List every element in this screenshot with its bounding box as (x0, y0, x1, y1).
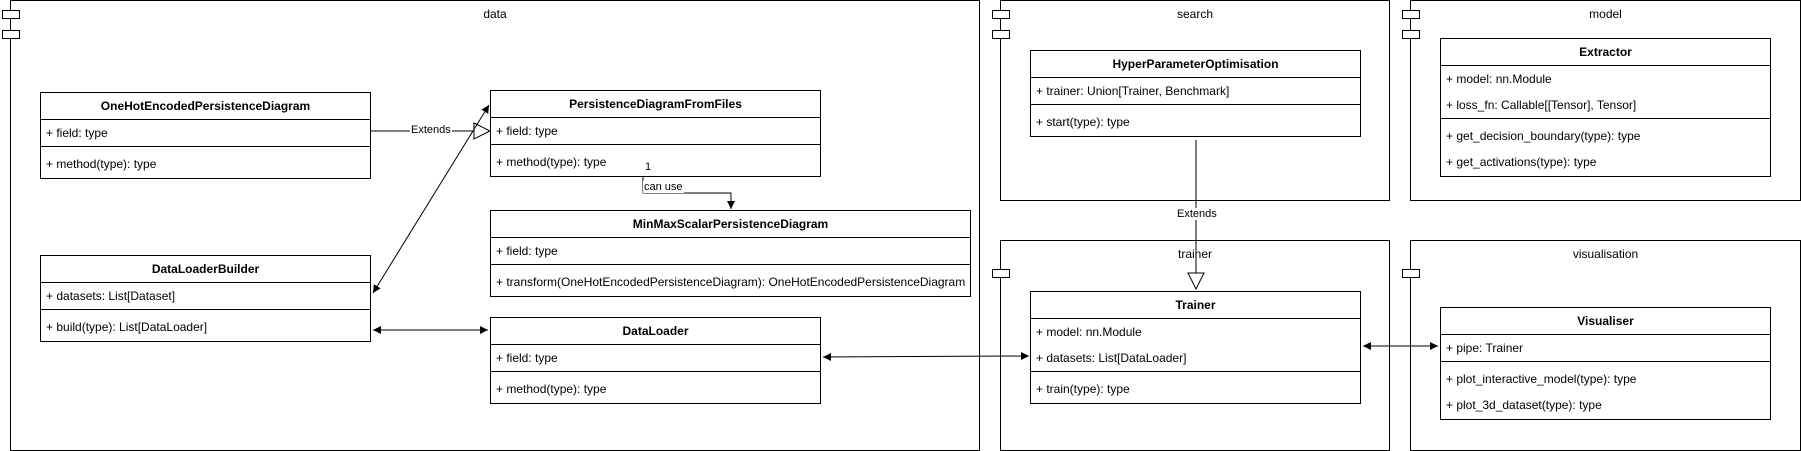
class-visualiser[interactable]: Visualiser + pipe: Trainer + plot_intera… (1440, 307, 1771, 420)
class-name: PersistenceDiagramFromFiles (491, 91, 820, 118)
class-method: + method(type): type (46, 157, 157, 171)
class-name: Visualiser (1441, 308, 1770, 335)
class-method: + method(type): type (496, 155, 607, 169)
class-extractor[interactable]: Extractor + model: nn.Module + loss_fn: … (1440, 38, 1771, 177)
class-hyper-parameter-optimisation[interactable]: HyperParameterOptimisation + trainer: Un… (1030, 50, 1361, 137)
class-method: + plot_3d_dataset(type): type (1446, 398, 1602, 412)
edge-label-extends: Extends (1176, 208, 1218, 220)
class-methods: + transform(OneHotEncodedPersistenceDiag… (491, 265, 970, 295)
class-method: + train(type): type (1036, 382, 1130, 396)
edge-label-multiplicity: 1 (645, 161, 652, 173)
package-title: data (483, 7, 507, 21)
class-attribute: + loss_fn: Callable[[Tensor], Tensor] (1446, 98, 1637, 112)
class-data-loader-builder[interactable]: DataLoaderBuilder + datasets: List[Datas… (40, 255, 371, 342)
edge-label-extends: Extends (410, 124, 452, 136)
class-name: Trainer (1031, 292, 1360, 319)
class-attributes: + model: nn.Module + loss_fn: Callable[[… (1441, 66, 1770, 119)
class-attribute: + model: nn.Module (1036, 325, 1142, 339)
class-name: OneHotEncodedPersistenceDiagram (41, 93, 370, 120)
class-methods: + method(type): type (41, 147, 370, 177)
class-methods: + build(type): List[DataLoader] (41, 310, 370, 340)
class-attributes: + field: type (41, 120, 370, 147)
class-trainer[interactable]: Trainer + model: nn.Module + datasets: L… (1030, 291, 1361, 404)
class-method: + transform(OneHotEncodedPersistenceDiag… (496, 275, 966, 289)
class-onehot-encoded-persistence-diagram[interactable]: OneHotEncodedPersistenceDiagram + field:… (40, 92, 371, 179)
package-title: model (1589, 7, 1622, 21)
class-methods: + method(type): type (491, 372, 820, 402)
class-attribute: + field: type (496, 124, 558, 138)
class-methods: + train(type): type (1031, 372, 1360, 402)
class-methods: + plot_interactive_model(type): type + p… (1441, 362, 1770, 418)
class-name: DataLoader (491, 318, 820, 345)
class-persistence-diagram-from-files[interactable]: PersistenceDiagramFromFiles + field: typ… (490, 90, 821, 177)
component-tab-icon (2, 30, 20, 39)
class-method: + build(type): List[DataLoader] (46, 320, 208, 334)
class-attribute: + datasets: List[Dataset] (46, 289, 176, 303)
class-method: + method(type): type (496, 382, 607, 396)
class-name: Extractor (1441, 39, 1770, 66)
component-tab-icon (1402, 10, 1420, 19)
package-title: search (1176, 7, 1214, 21)
class-attribute: + field: type (46, 126, 108, 140)
class-attribute: + field: type (496, 244, 558, 258)
package-title: visualisation (1572, 247, 1639, 261)
component-tab-icon (1402, 269, 1420, 278)
class-attribute: + pipe: Trainer (1446, 341, 1524, 355)
class-attribute: + datasets: List[DataLoader] (1036, 351, 1187, 365)
class-attribute: + trainer: Union[Trainer, Benchmark] (1036, 84, 1230, 98)
class-attributes: + field: type (491, 345, 820, 372)
package-title: trainer (1177, 247, 1212, 261)
class-attributes: + trainer: Union[Trainer, Benchmark] (1031, 78, 1360, 105)
class-methods: + method(type): type (491, 145, 820, 175)
edge-label-can-use: can use (643, 181, 684, 193)
class-minmax-scalar-persistence-diagram[interactable]: MinMaxScalarPersistenceDiagram + field: … (490, 210, 971, 297)
class-attributes: + model: nn.Module + datasets: List[Data… (1031, 319, 1360, 372)
class-method: + get_decision_boundary(type): type (1446, 129, 1641, 143)
class-attributes: + pipe: Trainer (1441, 335, 1770, 362)
class-name: MinMaxScalarPersistenceDiagram (491, 211, 970, 238)
component-tab-icon (2, 10, 20, 19)
class-name: HyperParameterOptimisation (1031, 51, 1360, 78)
class-attribute: + model: nn.Module (1446, 72, 1552, 86)
class-method: + get_activations(type): type (1446, 155, 1597, 169)
class-attributes: + datasets: List[Dataset] (41, 283, 370, 310)
class-attributes: + field: type (491, 118, 820, 145)
component-tab-icon (992, 10, 1010, 19)
class-methods: + get_decision_boundary(type): type + ge… (1441, 119, 1770, 175)
class-method: + start(type): type (1036, 115, 1130, 129)
class-data-loader[interactable]: DataLoader + field: type + method(type):… (490, 317, 821, 404)
component-tab-icon (992, 269, 1010, 278)
class-name: DataLoaderBuilder (41, 256, 370, 283)
class-attributes: + field: type (491, 238, 970, 265)
class-methods: + start(type): type (1031, 105, 1360, 135)
class-attribute: + field: type (496, 351, 558, 365)
class-method: + plot_interactive_model(type): type (1446, 372, 1637, 386)
component-tab-icon (1402, 30, 1420, 39)
component-tab-icon (992, 30, 1010, 39)
